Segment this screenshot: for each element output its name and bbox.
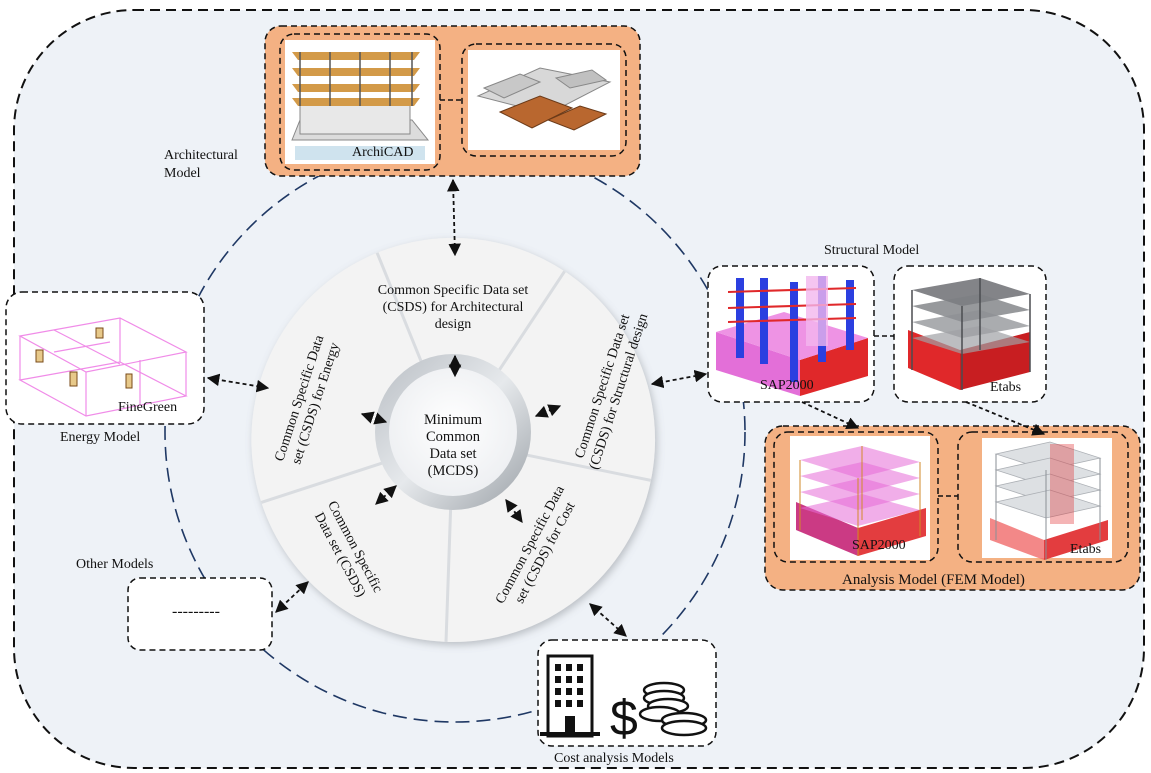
etabs-analysis-label: Etabs — [1070, 542, 1102, 557]
arrow-etabs-to-analysis — [965, 401, 1046, 436]
etabs-structure-image — [908, 278, 1031, 390]
other-models-box — [127, 577, 273, 651]
arrow-core-downleft — [375, 485, 397, 505]
etabs-structural-label: Etabs — [990, 380, 1022, 395]
sap2000-structure-image — [716, 276, 868, 396]
arrow-core-right — [534, 404, 562, 418]
arrow-other-to-wheel — [275, 581, 309, 613]
analysis-model-label: Analysis Model (FEM Model) — [842, 572, 1025, 588]
sap2000-analysis-image — [790, 436, 930, 560]
energy-window-icons — [35, 327, 133, 389]
other-models-label: Other Models — [76, 557, 154, 572]
mcds-center-text: Minimum Common Data set (MCDS) — [423, 412, 482, 479]
energy-model-group — [5, 291, 205, 425]
mcds-core — [389, 368, 517, 496]
cost-models-label: Cost analysis Models — [554, 751, 674, 766]
dollar-icon: $ — [610, 690, 638, 746]
other-models-placeholder: --------- — [172, 603, 220, 620]
arrow-structural-to-wheel — [650, 369, 708, 389]
arrow-sap-to-analysis — [801, 401, 860, 429]
analysis-model-group — [764, 425, 1141, 591]
segment-text-architectural: Common Specific Data set (CSDS) for Arch… — [377, 283, 529, 332]
arrow-energy-to-wheel — [206, 373, 270, 393]
structural-model-group — [707, 265, 1047, 403]
structural-model-label: Structural Model — [824, 243, 920, 258]
sap2000-analysis-label: SAP2000 — [852, 538, 906, 553]
archicad-label: ArchiCAD — [352, 145, 414, 160]
sap2000-structural-label: SAP2000 — [760, 378, 814, 393]
archicad-building-image — [285, 40, 435, 164]
arrow-core-left — [360, 411, 388, 425]
coins-icon — [638, 681, 708, 737]
arrow-cost-to-wheel — [589, 603, 627, 637]
cost-model-group: $ — [537, 639, 717, 747]
wheel-segment-architectural — [377, 237, 565, 440]
architectural-model-label: Architectural Model — [164, 148, 238, 181]
energy-model-label: Energy Model — [60, 430, 141, 445]
energy-wireframe-image — [18, 317, 188, 417]
building-icon — [540, 654, 600, 738]
architectural-model-group — [264, 25, 641, 177]
archicad-campus-image — [468, 50, 620, 150]
arrow-arch-to-wheel — [447, 178, 461, 257]
etabs-analysis-image — [982, 438, 1112, 560]
arrow-core-downright — [505, 498, 523, 524]
finegreen-label: FineGreen — [118, 400, 178, 415]
